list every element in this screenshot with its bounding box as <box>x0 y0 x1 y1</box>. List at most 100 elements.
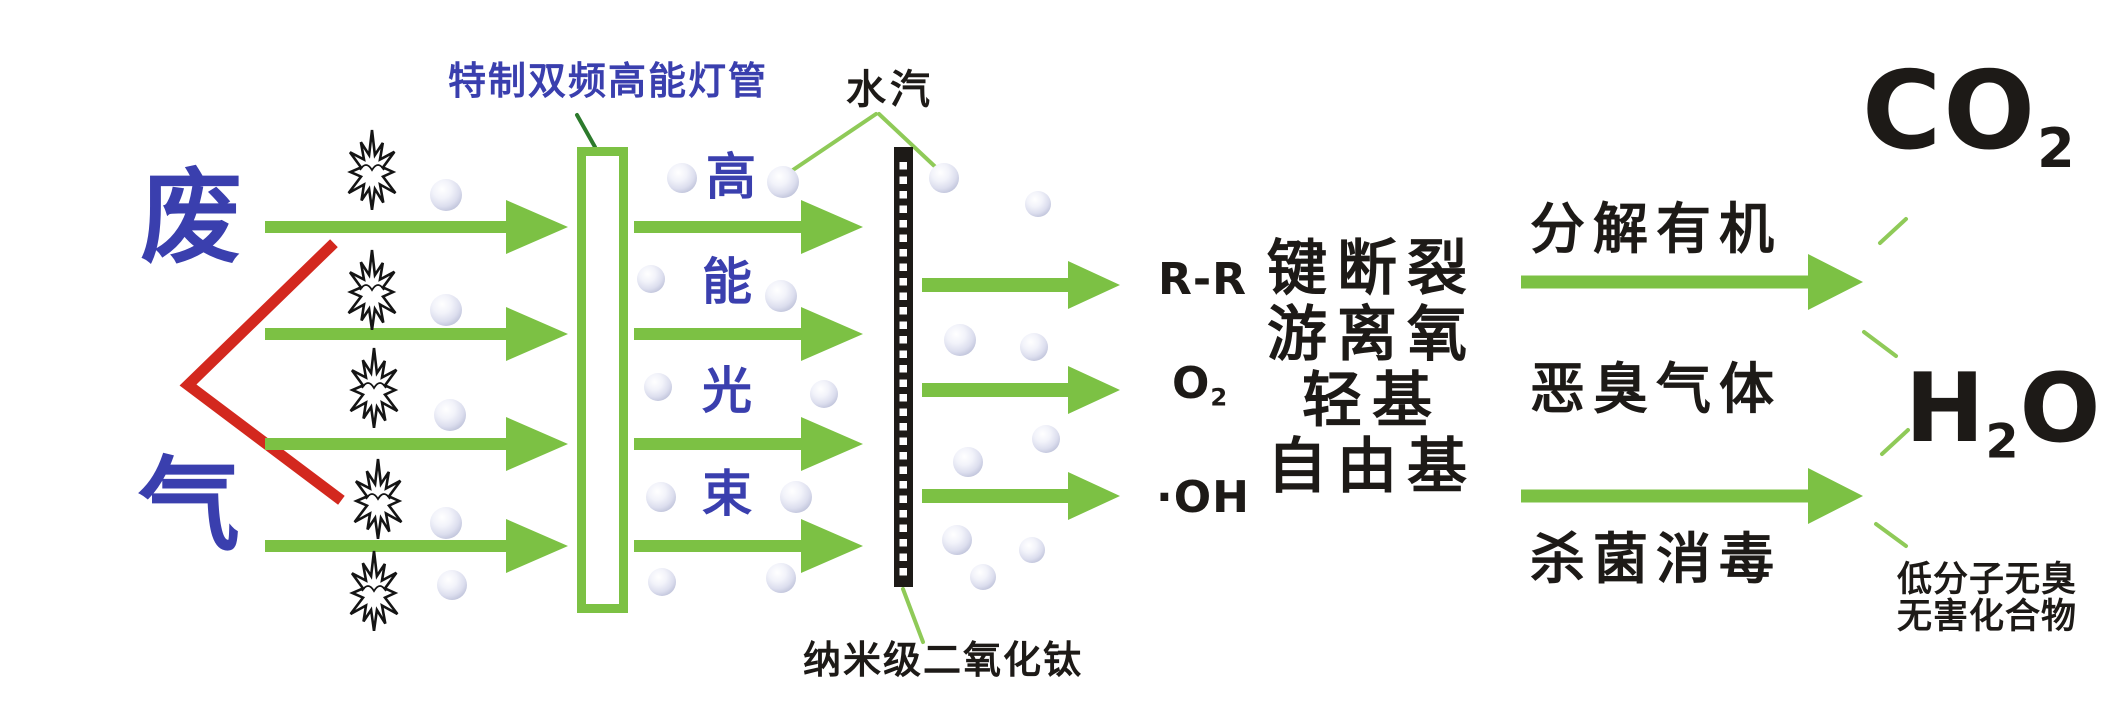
branch-to-h2o-upper-line <box>1862 330 1898 358</box>
gas-molecule-icon <box>646 482 676 512</box>
beam-arrow <box>634 307 863 361</box>
catalyst-bar-hole <box>899 379 907 387</box>
gas-molecule-icon <box>430 507 462 539</box>
beam-char-3: 光 <box>702 362 752 420</box>
catalyst-label: 纳米级二氧化钛 <box>803 638 1084 682</box>
output-co2-sub: 2 <box>2037 116 2077 180</box>
catalyst-bar-hole <box>899 234 907 242</box>
gas-molecule-icon <box>810 380 838 408</box>
catalyst-bar-hole <box>899 350 907 358</box>
gas-molecule-icon <box>430 179 462 211</box>
process-label-odor: 恶臭气体 <box>1530 357 1783 421</box>
gas-molecule-icon <box>970 564 996 590</box>
radical-line-3: 轻基 <box>1302 366 1442 436</box>
radical-line-1: 键断裂 <box>1267 234 1477 304</box>
radical-line-2: 游离氧 <box>1267 300 1477 370</box>
catalyst-bar-hole <box>899 263 907 271</box>
catalyst-bar-hole <box>899 452 907 460</box>
gas-molecule-icon <box>767 166 799 198</box>
catalyst-bar-hole <box>899 321 907 329</box>
gas-molecule-icon <box>644 373 672 401</box>
catalyst-bar-hole <box>899 249 907 257</box>
gas-molecule-icon <box>1019 537 1045 563</box>
result-arrow <box>1521 468 1863 524</box>
gas-molecule-icon <box>929 163 959 193</box>
spark-burst-icon-detail <box>359 284 385 292</box>
gas-molecule-icon <box>953 447 983 477</box>
lamp-pointer-line <box>575 113 597 149</box>
input-arrow <box>265 200 568 254</box>
radical-line-4: 自由基 <box>1267 432 1477 502</box>
radicals-block: 键断裂 游离氧 轻基 自由基 <box>1252 236 1492 500</box>
branch-to-footnote-line <box>1874 522 1908 548</box>
output-h2o: H2O <box>1905 362 2101 466</box>
catalyst-bar-hole <box>899 336 907 344</box>
catalyst-bar-hole <box>899 481 907 489</box>
gas-molecule-icon <box>437 570 467 600</box>
catalyst-bar-hole <box>899 568 907 576</box>
catalyst-bar-hole <box>899 365 907 373</box>
product-arrow <box>922 261 1120 309</box>
product-arrow <box>922 472 1120 520</box>
catalyst-bar-hole <box>899 408 907 416</box>
lamp-label: 特制双频高能灯管 <box>448 59 769 103</box>
branch-to-co2-line <box>1878 217 1908 245</box>
spark-burst-icon-detail <box>361 382 387 390</box>
catalyst-bar-hole <box>899 205 907 213</box>
catalyst-bar-hole <box>899 423 907 431</box>
product-o2: O2 <box>1172 362 1229 412</box>
input-split-chevron <box>179 239 345 505</box>
catalyst-bar-hole <box>899 495 907 503</box>
catalyst-bar-hole <box>899 553 907 561</box>
catalyst-bar-hole <box>899 394 907 402</box>
gas-molecule-icon <box>765 280 797 312</box>
gas-molecule-icon <box>648 568 676 596</box>
gas-molecule-icon <box>637 265 665 293</box>
catalyst-bar-hole <box>899 437 907 445</box>
product-rr: R-R <box>1158 258 1247 305</box>
gas-molecule-icon <box>434 399 466 431</box>
water-vapor-label: 水汽 <box>846 67 934 113</box>
gas-molecule-icon <box>766 563 796 593</box>
branch-to-h2o-lower-line <box>1880 428 1910 456</box>
input-arrow <box>265 307 568 361</box>
product-arrow <box>922 366 1120 414</box>
footnote-line-1: 低分子无臭 <box>1897 560 2078 600</box>
catalyst-pointer-line <box>901 587 925 644</box>
beam-arrow <box>634 200 863 254</box>
beam-char-2: 能 <box>702 253 752 311</box>
spark-burst-icon-detail <box>365 493 391 501</box>
catalyst-bar-hole <box>899 539 907 547</box>
vapor-pointer-line-left <box>782 112 878 178</box>
catalyst-bar-hole <box>899 292 907 300</box>
footnote: 低分子无臭 无害化合物 <box>1897 562 2077 636</box>
vapor-pointer-line-right <box>877 112 946 177</box>
process-label-organic: 分解有机 <box>1530 197 1783 261</box>
gas-molecule-icon <box>430 294 462 326</box>
catalyst-bar-hole <box>899 466 907 474</box>
catalyst-bar-hole <box>899 524 907 532</box>
output-co2: CO2 <box>1862 58 2077 176</box>
beam-arrow <box>634 417 863 471</box>
beam-char-4: 束 <box>702 465 752 523</box>
product-oh: ·OH <box>1156 476 1250 523</box>
footnote-line-2: 无害化合物 <box>1897 597 2078 637</box>
waste-gas-char-bottom: 气 <box>138 447 240 566</box>
product-o2-sub: 2 <box>1210 383 1229 412</box>
gas-molecule-icon <box>780 481 812 513</box>
catalyst-bar-hole <box>899 191 907 199</box>
gas-molecule-icon <box>1020 333 1048 361</box>
product-o2-main: O <box>1172 358 1211 409</box>
process-label-sterilize: 杀菌消毒 <box>1530 527 1783 591</box>
catalyst-bar-hole <box>899 510 907 518</box>
result-arrow <box>1521 254 1863 310</box>
input-arrow <box>265 519 568 573</box>
uv-lamp-tube <box>577 147 628 613</box>
gas-molecule-icon <box>942 525 972 555</box>
spark-burst-icon-detail <box>361 585 387 593</box>
gas-molecule-icon <box>944 324 976 356</box>
catalyst-bar-hole <box>899 307 907 315</box>
beam-char-1: 高 <box>706 148 756 206</box>
